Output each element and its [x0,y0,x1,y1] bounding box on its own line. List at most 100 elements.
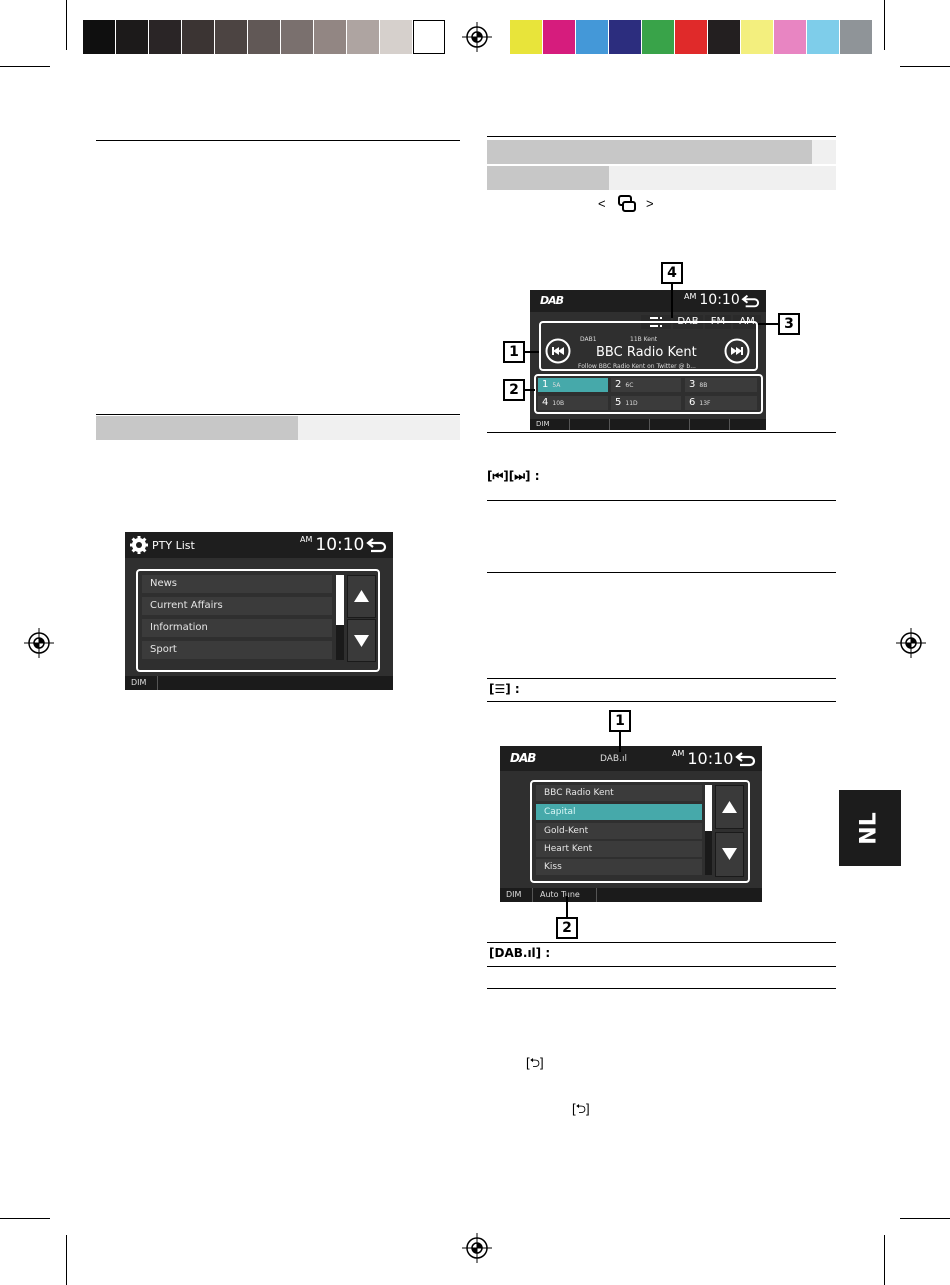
screen-header [125,532,393,558]
presets-highlight [534,374,763,414]
calibration-swatch [215,20,247,54]
station-list-item[interactable]: BBC Radio Kent [536,785,702,801]
row-rule [487,701,836,702]
calibration-swatch [741,20,773,54]
preset-number: 1 [542,379,549,390]
crop-mark [884,1235,885,1285]
dim-button[interactable]: DIM [125,676,158,690]
empty-tab[interactable] [650,419,690,430]
back-arrow-icon[interactable] [741,293,761,309]
auto-tune-button[interactable]: Auto Tune [534,888,597,902]
scroll-thumb[interactable] [336,575,344,625]
section-rule [96,414,460,415]
preset-label: 13F [699,400,711,407]
scroll-down-button[interactable] [715,832,744,877]
clock-time: 10:10 [699,292,740,308]
bottom-bar: DIM Auto Tune [500,888,762,902]
triangle-up-icon [722,801,737,813]
calibration-swatch [149,20,181,54]
section-heading-bar-tail [298,416,460,440]
calibration-swatch [576,20,608,54]
crop-mark [900,66,950,67]
callout-leader [671,284,673,318]
dab-signal-indicator[interactable]: DAB.ıl [600,754,627,764]
list-highlight-frame [136,569,380,672]
dim-button[interactable]: DIM [530,419,570,430]
section-heading-bar-tail [609,166,836,190]
back-arrow-icon[interactable] [366,536,388,554]
preset-number: 4 [542,397,549,408]
preset-number: 2 [615,379,622,390]
registration-mark-icon [24,628,54,658]
back-arrow-icon[interactable] [735,750,757,768]
nav-hint-close: > [646,196,654,211]
callout-leader [566,896,568,917]
dls-text: Follow BBC Radio Kent on Twitter @ b... [578,363,696,370]
list-item[interactable]: Information [142,619,332,637]
list-item[interactable]: Sport [142,641,332,659]
scroll-thumb[interactable] [705,785,712,831]
calibration-swatch [708,20,740,54]
station-list-item[interactable]: Gold-Kent [536,823,702,839]
scrollbar[interactable] [705,785,712,875]
empty-tab[interactable] [570,419,610,430]
section-heading-bar [96,416,298,440]
calibration-swatch [182,20,214,54]
station-list-item[interactable]: Heart Kent [536,841,702,857]
calibration-swatch [248,20,280,54]
preset-number: 5 [615,397,622,408]
empty-tab[interactable] [610,419,650,430]
scroll-up-button[interactable] [715,785,744,829]
callout-leader [525,389,535,391]
screen-header [530,290,766,312]
section-heading-bar [487,140,812,164]
callout-leader [525,351,539,353]
row-rule [487,988,836,989]
empty-tab[interactable] [690,419,730,430]
scroll-down-button[interactable] [347,619,376,662]
clock-time: 10:10 [687,749,734,768]
bottom-bar: DIM [125,676,393,690]
section-rule [487,136,836,137]
scroll-up-button[interactable] [347,575,376,618]
preset-label: 5A [552,382,561,389]
list-item[interactable]: Current Affairs [142,597,332,615]
calibration-swatch [413,20,445,54]
station-list-item-selected[interactable]: Capital [536,804,702,820]
list-item[interactable]: News [142,575,332,593]
calibration-swatch [609,20,641,54]
registration-mark-icon [462,22,492,52]
skip-forward-icon[interactable] [724,338,750,364]
dim-button[interactable]: DIM [500,888,533,902]
skip-buttons-label: [⏮][⏭] : [487,469,540,483]
skip-back-icon[interactable] [545,338,571,364]
calibration-swatch [347,20,379,54]
triangle-up-icon [354,590,369,602]
section-heading-bar-tail [812,140,836,164]
language-side-tab: NL [839,790,901,866]
calibration-swatch [116,20,148,54]
station-list-item[interactable]: Kiss [536,859,702,875]
section-heading-bar [487,166,609,190]
callout-marker: 4 [661,262,683,284]
crop-mark [66,1235,67,1285]
row-rule [487,432,836,433]
dab-logo: DAB [540,294,564,307]
callout-marker: 1 [503,341,525,363]
callout-leader [758,323,778,325]
scrollbar[interactable] [336,575,344,660]
gear-icon[interactable] [130,536,148,554]
row-rule [487,572,836,573]
clock-ampm: AM [672,749,685,758]
crop-mark [884,0,885,50]
